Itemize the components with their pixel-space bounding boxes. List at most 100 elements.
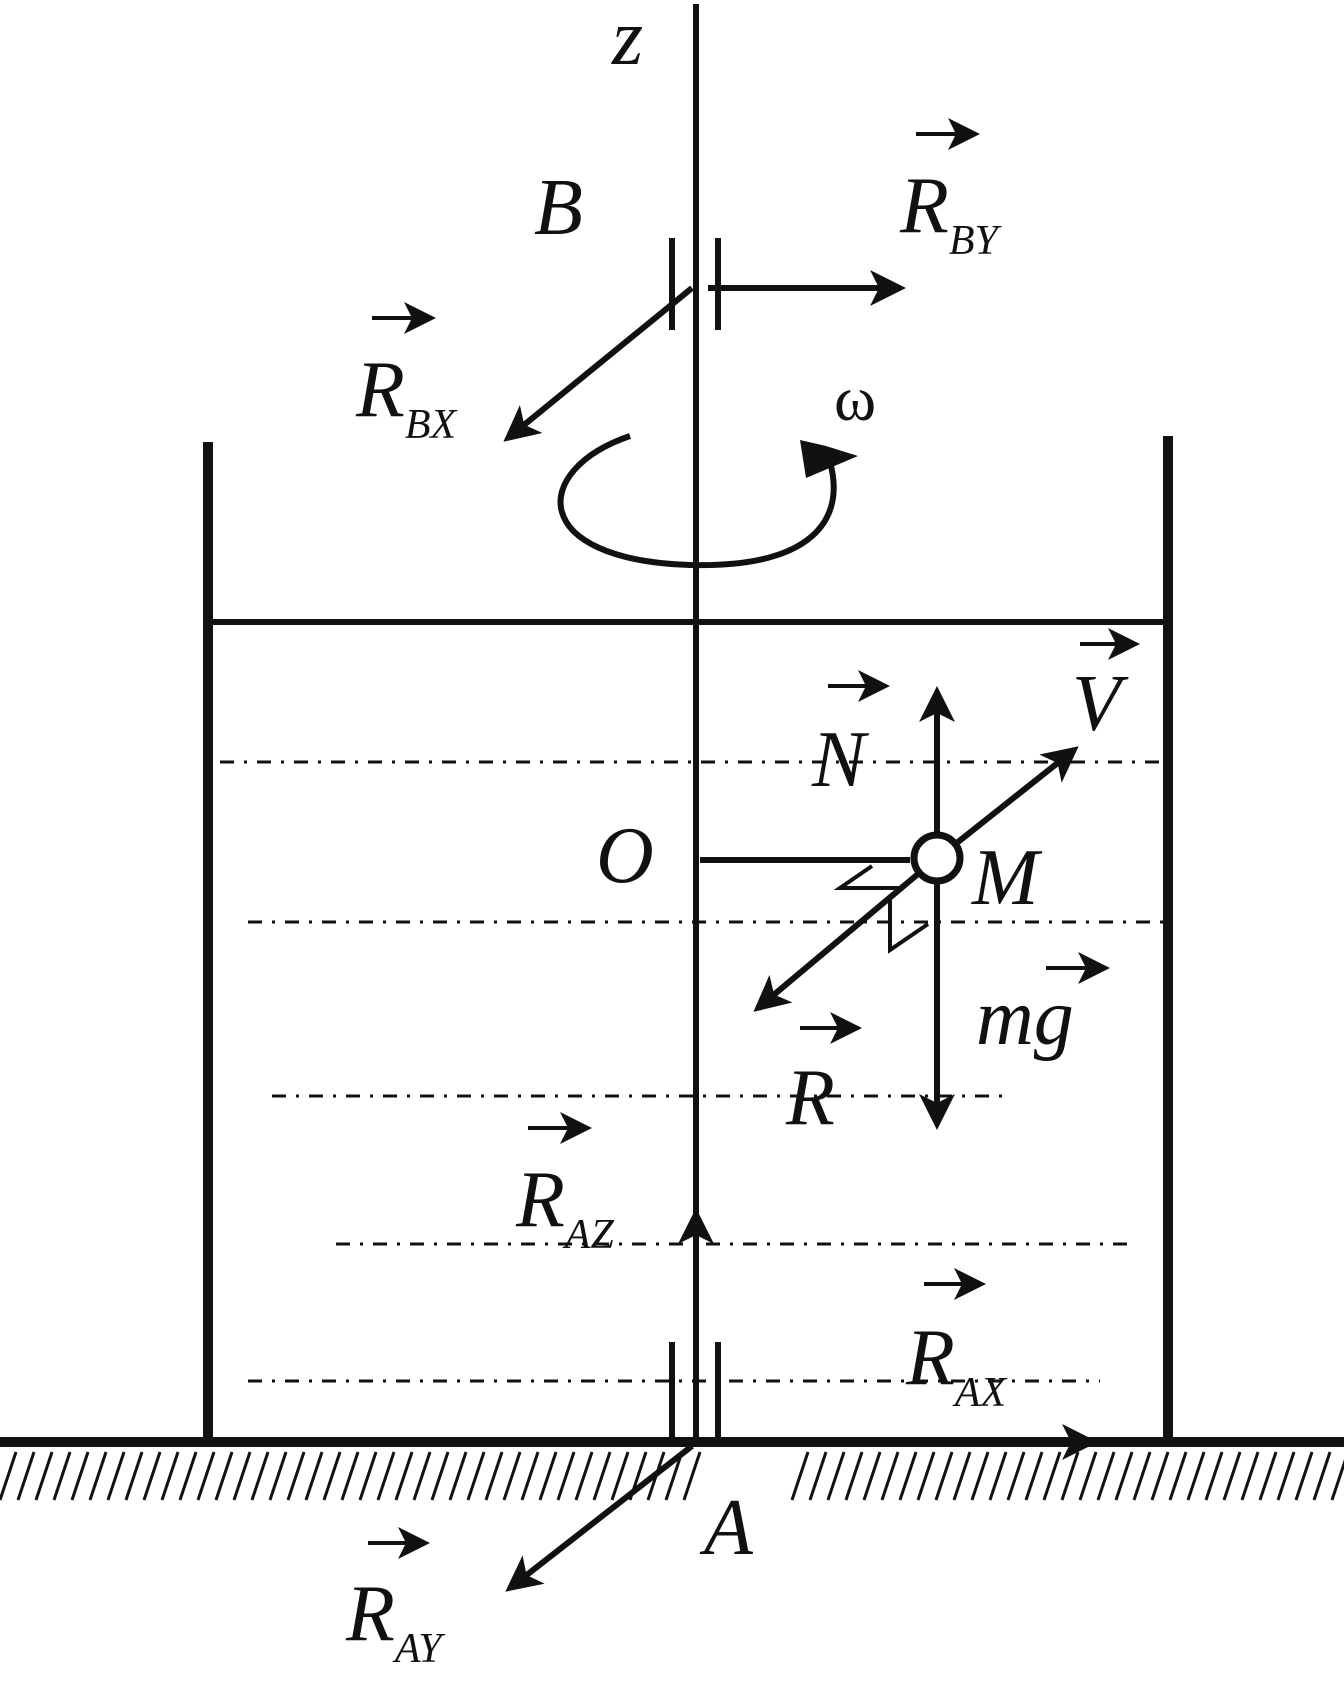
ground-hatch-stroke [430, 1451, 450, 1501]
ground-hatch-stroke [1312, 1451, 1332, 1501]
arrow-R-BX [503, 285, 694, 442]
right-angle-mark-1 [833, 864, 900, 890]
ground-hatch-stroke [574, 1451, 594, 1501]
label-R-BY: RBY [899, 162, 1003, 264]
ground-hatch-stroke [934, 1451, 954, 1501]
label-R-AZ: RAZ [515, 1156, 615, 1258]
ground-hatch-stroke [286, 1451, 306, 1501]
ground-hatch-stroke [448, 1451, 468, 1501]
ground-hatch-stroke [0, 1451, 18, 1501]
ground-hatch-stroke [538, 1451, 558, 1501]
ground [0, 1437, 1344, 1501]
ground-hatch-stroke [394, 1451, 414, 1501]
ground-hatch-stroke [358, 1451, 378, 1501]
ground-hatch-stroke [1204, 1451, 1224, 1501]
ground-hatch-stroke [1132, 1451, 1152, 1501]
label-omega: ω [834, 363, 876, 434]
ground-hatch-stroke [1276, 1451, 1296, 1501]
right-angle-mark-2 [888, 900, 930, 954]
ground-hatch-stroke [592, 1451, 612, 1501]
ground-hatch-stroke [16, 1451, 36, 1501]
label-R: R [785, 1054, 835, 1142]
ground-hatch-stroke [1168, 1451, 1188, 1501]
label-point-O: O [596, 812, 654, 900]
ground-hatch-stroke [484, 1451, 504, 1501]
ground-hatch-stroke [142, 1451, 162, 1501]
ground-hatch-stroke [664, 1451, 684, 1501]
rotation-arrowhead-icon [800, 440, 858, 478]
label-R-AY: RAY [345, 1570, 446, 1672]
arrow-V [956, 746, 1079, 845]
bearing-A [669, 1342, 721, 1438]
label-N: N [811, 716, 870, 804]
ground-hatch-stroke [124, 1451, 144, 1501]
ground-hatch-stroke [826, 1451, 846, 1501]
ground-hatch-stroke [1258, 1451, 1278, 1501]
ground-hatch-stroke [1114, 1451, 1134, 1501]
ground-hatch-stroke [790, 1451, 810, 1501]
bearing-B [669, 238, 721, 330]
ground-hatch-stroke [808, 1451, 828, 1501]
ground-hatch-stroke [988, 1451, 1008, 1501]
container [203, 436, 1173, 1442]
ground-hatch-stroke [1150, 1451, 1170, 1501]
ground-hatch-stroke [70, 1451, 90, 1501]
rotation-arc [557, 433, 837, 569]
ground-hatch-stroke [196, 1451, 216, 1501]
ground-hatch-stroke [1042, 1451, 1062, 1501]
ground-hatch-stroke [1006, 1451, 1026, 1501]
ground-hatch-stroke [88, 1451, 108, 1501]
ground-hatch-stroke [1060, 1451, 1080, 1501]
ground-hatch-stroke [916, 1451, 936, 1501]
ground-hatch-stroke [970, 1451, 990, 1501]
ground-hatch-stroke [898, 1451, 918, 1501]
ground-hatching [0, 1451, 1344, 1501]
ground-hatch-stroke [214, 1451, 234, 1501]
label-z-axis: z [611, 0, 643, 82]
ground-hatch-stroke [376, 1451, 396, 1501]
level-lines [220, 760, 1168, 1383]
ground-hatch-stroke [880, 1451, 900, 1501]
label-R-BX: RBX [355, 346, 459, 448]
ground-hatch-stroke [682, 1451, 702, 1501]
label-point-M: M [971, 834, 1043, 922]
point-M-marker [910, 831, 964, 885]
ground-hatch-stroke [1294, 1451, 1314, 1501]
ground-hatch-stroke [1186, 1451, 1206, 1501]
ground-hatch-stroke [106, 1451, 126, 1501]
ground-hatch-stroke [1078, 1451, 1098, 1501]
arrow-R-AY [505, 1443, 694, 1592]
ground-hatch-stroke [1096, 1451, 1116, 1501]
ground-hatch-stroke [1330, 1459, 1344, 1501]
ground-hatch-stroke [160, 1451, 180, 1501]
ground-hatch-stroke [34, 1451, 54, 1501]
ground-hatch-stroke [304, 1451, 324, 1501]
label-R-AX: RAX [905, 1314, 1009, 1416]
ground-hatch-stroke [610, 1451, 630, 1501]
ground-hatch-stroke [52, 1451, 72, 1501]
ground-hatch-stroke [952, 1451, 972, 1501]
ground-hatch-stroke [556, 1451, 576, 1501]
label-mg: mg [976, 974, 1074, 1062]
arrow-R [753, 871, 920, 1012]
label-point-A: A [699, 1484, 754, 1572]
ground-hatch-stroke [232, 1451, 252, 1501]
ground-hatch-stroke [340, 1451, 360, 1501]
label-V: V [1072, 660, 1129, 748]
ground-hatch-stroke [502, 1451, 522, 1501]
ground-hatch-stroke [862, 1451, 882, 1501]
ground-hatch-stroke [268, 1451, 288, 1501]
ground-hatch-stroke [1240, 1451, 1260, 1501]
ground-hatch-stroke [178, 1451, 198, 1501]
label-point-B: B [534, 164, 583, 252]
ground-hatch-stroke [250, 1451, 270, 1501]
ground-hatch-stroke [412, 1451, 432, 1501]
ground-hatch-stroke [322, 1451, 342, 1501]
ground-hatch-stroke [844, 1451, 864, 1501]
vector-bars [368, 118, 1140, 1559]
ground-hatch-stroke [520, 1451, 540, 1501]
ground-hatch-stroke [1222, 1451, 1242, 1501]
ground-hatch-stroke [1024, 1451, 1044, 1501]
ground-hatch-stroke [466, 1451, 486, 1501]
